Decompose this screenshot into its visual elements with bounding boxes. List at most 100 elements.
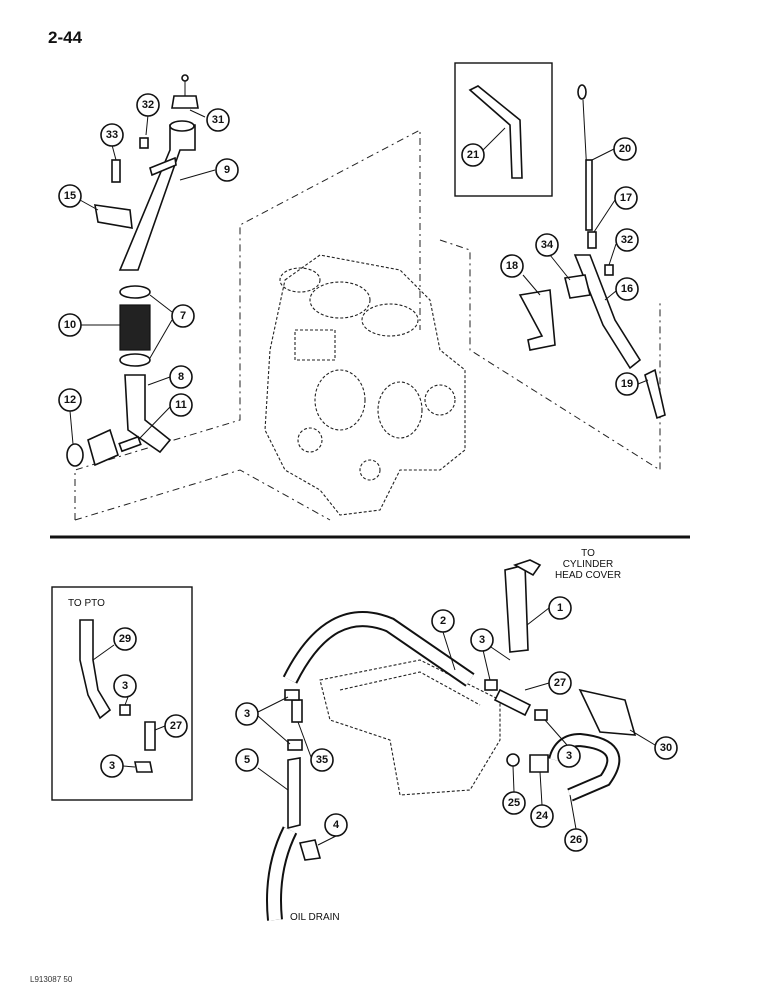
callout-20 — [613, 137, 637, 161]
svg-text:3: 3 — [109, 760, 115, 772]
bolt-33 — [111, 159, 121, 183]
oil-pan-outline — [319, 659, 501, 796]
bracket-15 — [94, 204, 133, 229]
clamp-7b — [119, 353, 151, 367]
callout-7 — [171, 304, 195, 328]
callout-3e — [100, 754, 124, 778]
callout-35 — [310, 748, 334, 772]
svg-text:15: 15 — [64, 190, 76, 202]
callout-18 — [500, 254, 524, 278]
hose-10 — [119, 304, 151, 351]
flange — [87, 428, 119, 467]
clamp-3e — [284, 689, 300, 701]
svg-text:33: 33 — [106, 129, 118, 141]
tee-27b — [493, 688, 532, 717]
clamp-7a — [119, 285, 151, 299]
callout-27a — [548, 671, 572, 695]
oil-drain-hose — [268, 827, 296, 921]
svg-text:3: 3 — [122, 680, 128, 692]
svg-text:21: 21 — [467, 149, 479, 161]
svg-text:12: 12 — [64, 394, 76, 406]
bracket-18 — [518, 289, 556, 351]
clamp-3a — [119, 704, 131, 716]
label-oil-drain: OIL DRAIN — [290, 912, 340, 923]
svg-text:25: 25 — [508, 797, 520, 809]
hose-29 — [79, 619, 112, 720]
svg-text:3: 3 — [244, 708, 250, 720]
svg-text:5: 5 — [244, 754, 250, 766]
callout-21 — [461, 143, 485, 167]
svg-text:10: 10 — [64, 319, 76, 331]
callout-3c — [235, 702, 259, 726]
callout-33 — [100, 123, 124, 147]
page-number: 2-44 — [48, 28, 83, 47]
oil-filler-tube — [118, 74, 199, 271]
callout-1 — [548, 596, 572, 620]
seal-17 — [587, 231, 597, 249]
callout-8 — [169, 365, 193, 389]
svg-text:20: 20 — [619, 143, 631, 155]
svg-text:7: 7 — [180, 310, 186, 322]
o-ring-12 — [66, 443, 84, 467]
clamp-3d — [534, 709, 548, 721]
clamp-3c — [484, 679, 498, 691]
tube-19 — [644, 368, 666, 420]
callout-10 — [58, 313, 82, 337]
callout-26 — [564, 828, 588, 852]
bracket-30 — [578, 688, 637, 736]
callout-25 — [502, 791, 526, 815]
callout-19 — [615, 372, 639, 396]
callout-32 — [136, 93, 160, 117]
engine-outline — [74, 129, 661, 521]
clip-34 — [564, 274, 591, 299]
svg-text:34: 34 — [541, 239, 554, 251]
svg-text:2: 2 — [440, 615, 446, 627]
svg-text:35: 35 — [316, 754, 328, 766]
svg-text:32: 32 — [142, 99, 154, 111]
callout-5 — [235, 748, 259, 772]
svg-text:19: 19 — [621, 378, 633, 390]
bolt-11 — [118, 435, 142, 453]
svg-text:4: 4 — [333, 819, 340, 831]
callout-27b — [164, 714, 188, 738]
elbow-8 — [124, 374, 172, 454]
label-to-pto: TO PTO — [68, 598, 105, 609]
fitting-35 — [291, 699, 303, 723]
callout-29 — [113, 627, 137, 651]
callout-3a — [470, 628, 494, 652]
tee-27 — [144, 721, 156, 751]
callout-31 — [206, 108, 230, 132]
bolt-32b — [604, 264, 614, 276]
tube-16 — [573, 254, 642, 370]
svg-text:1: 1 — [557, 602, 563, 614]
svg-text:27: 27 — [170, 720, 182, 732]
svg-text:3: 3 — [566, 750, 572, 762]
svg-text:29: 29 — [119, 633, 131, 645]
callout-2 — [431, 609, 455, 633]
callout-34 — [535, 233, 559, 257]
dipstick-20 — [577, 84, 593, 231]
svg-text:30: 30 — [660, 742, 672, 754]
svg-text:17: 17 — [620, 192, 632, 204]
callout-24 — [530, 804, 554, 828]
callout-11 — [169, 393, 193, 417]
callout-32b — [615, 228, 639, 252]
callout-9 — [215, 158, 239, 182]
svg-text:18: 18 — [506, 260, 518, 272]
hose-1 — [504, 563, 529, 653]
callout-3b — [557, 744, 581, 768]
hose-5 — [287, 757, 301, 830]
clip-4 — [298, 839, 322, 861]
callout-17 — [614, 186, 638, 210]
svg-text:11: 11 — [175, 399, 187, 411]
callout-3d — [113, 674, 137, 698]
hose-2 — [284, 613, 474, 685]
svg-text:16: 16 — [621, 283, 633, 295]
callout-4 — [324, 813, 348, 837]
fitting-24 — [529, 754, 549, 773]
label-to-cylinder-head-cover: TO CYLINDER HEAD COVER — [554, 548, 622, 581]
svg-text:26: 26 — [570, 834, 582, 846]
svg-text:9: 9 — [224, 164, 230, 176]
svg-text:3: 3 — [479, 634, 485, 646]
